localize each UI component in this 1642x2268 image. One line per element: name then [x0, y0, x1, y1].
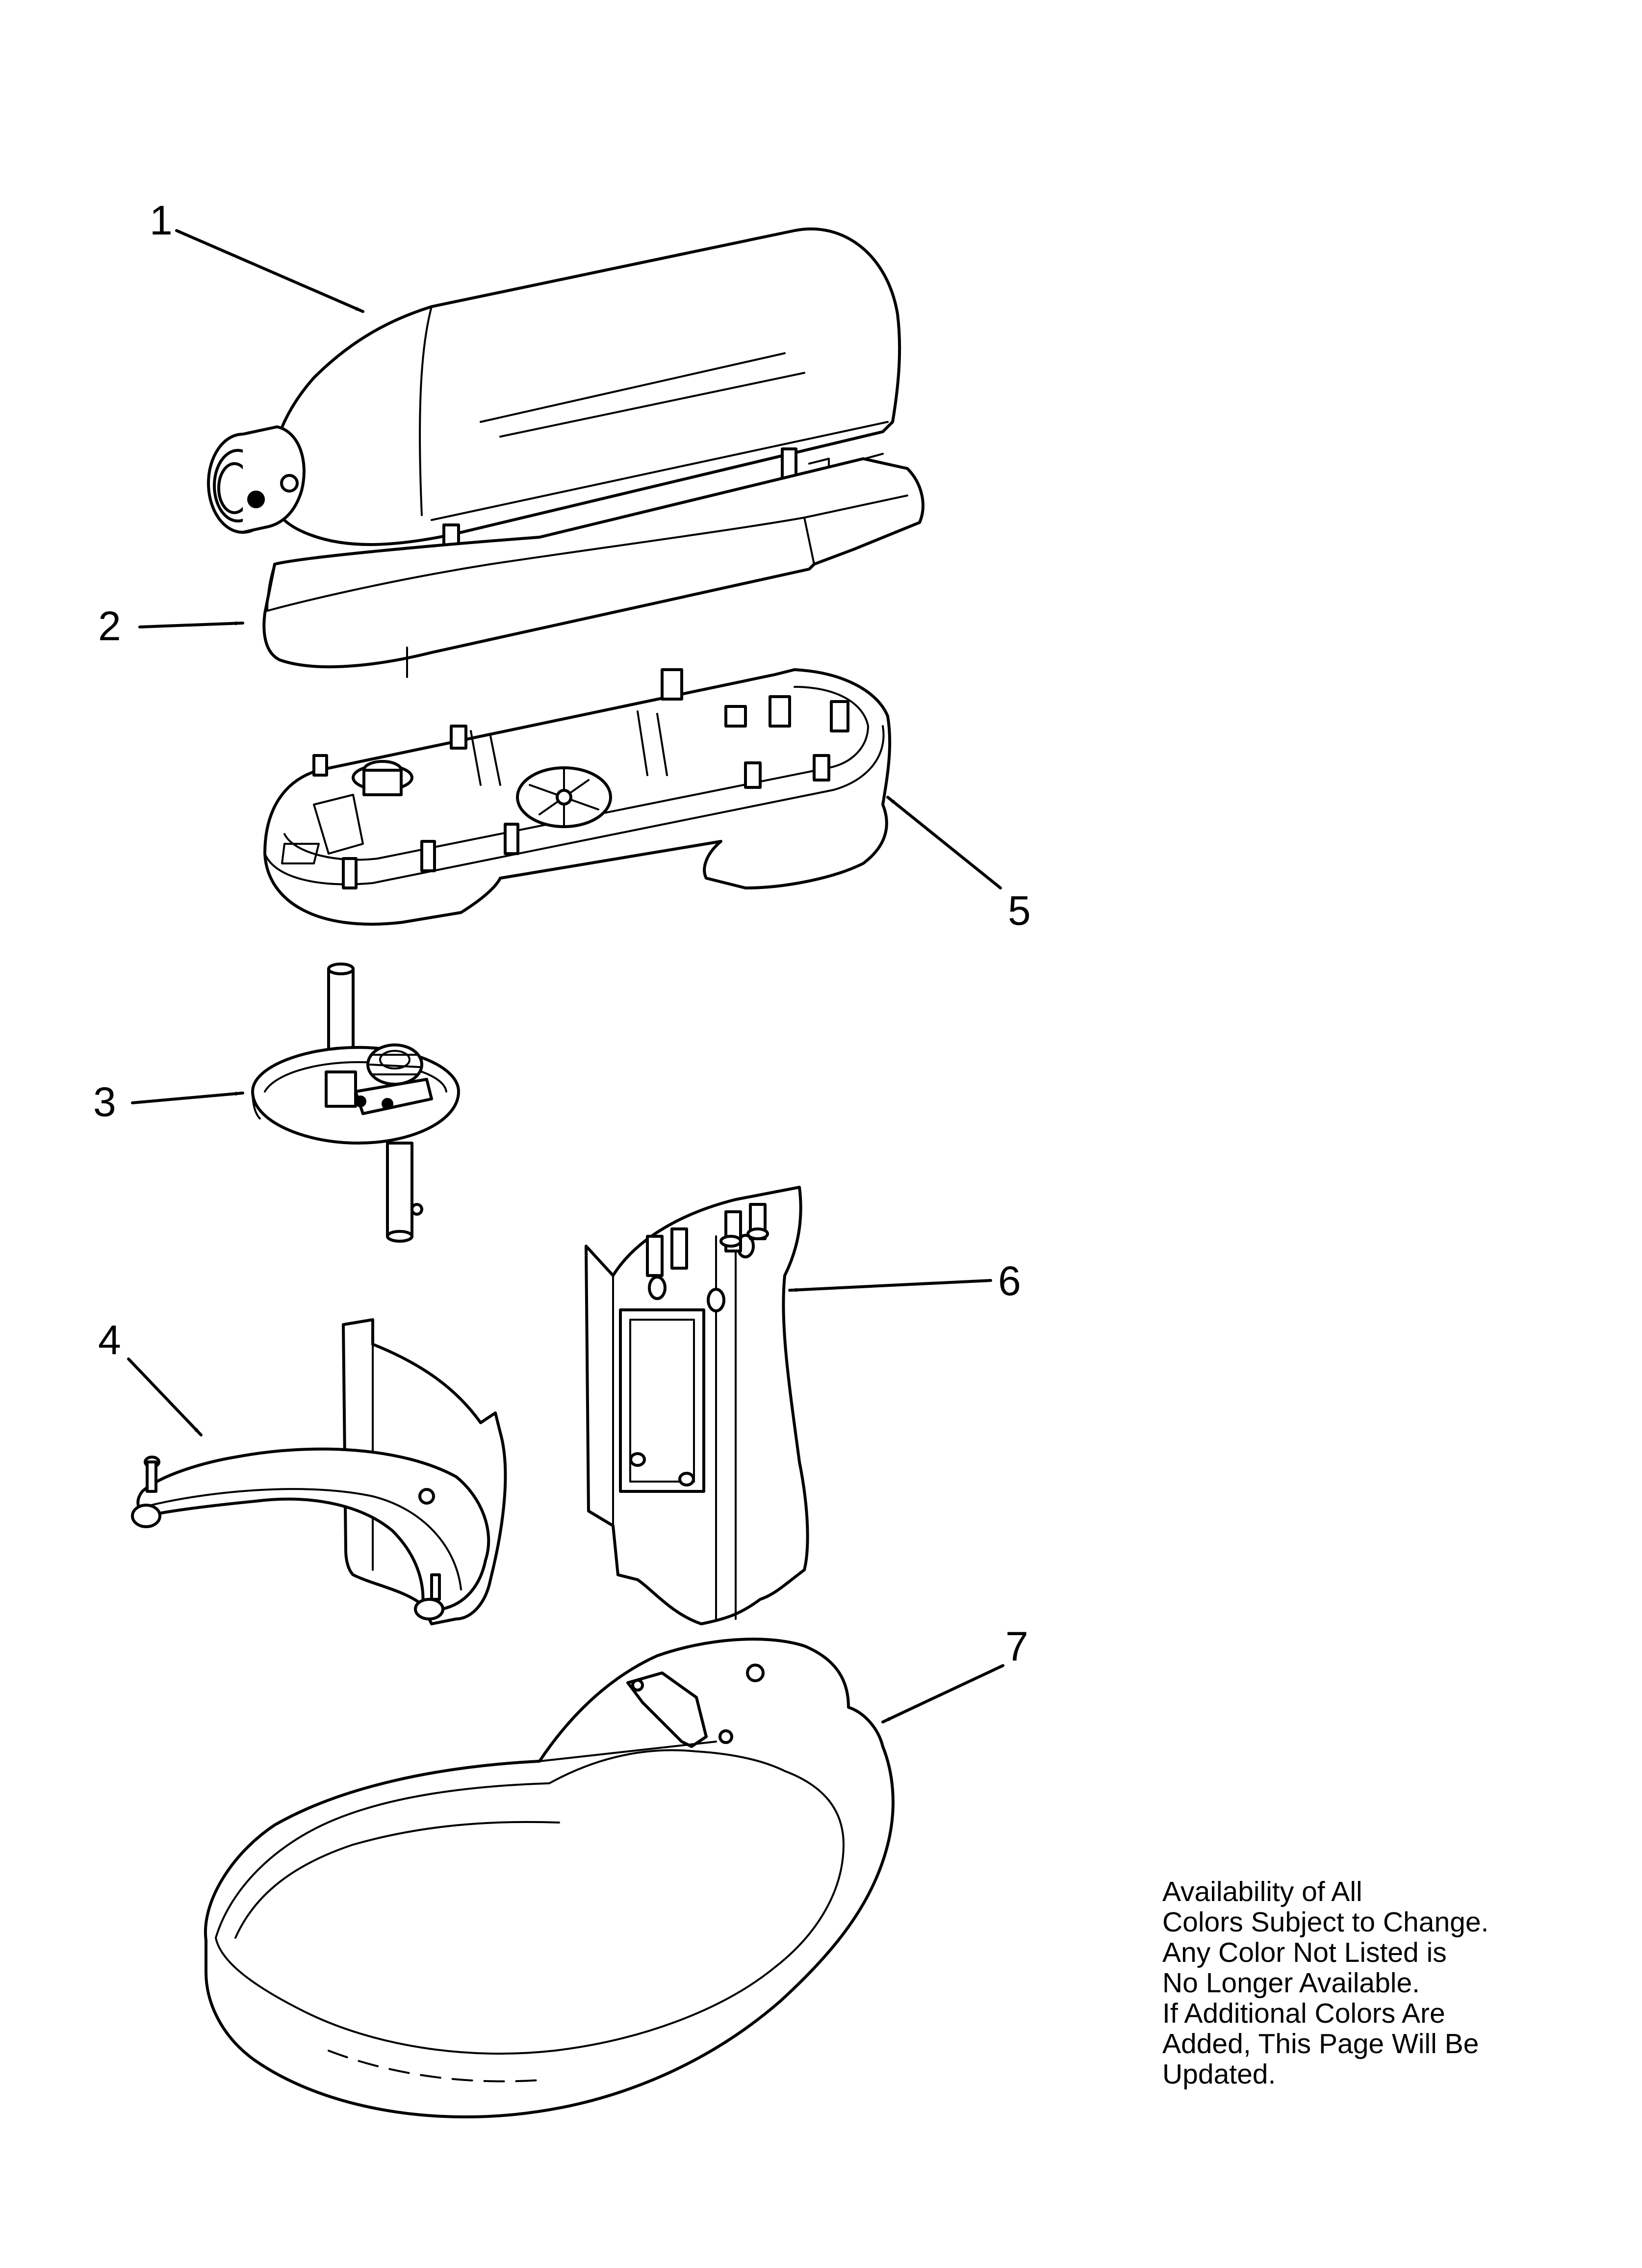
- part-1-motor-housing: [207, 227, 901, 556]
- availability-note: Availability of All Colors Subject to Ch…: [1162, 1877, 1535, 2089]
- callout-number: 4: [98, 1317, 121, 1363]
- note-line: Any Color Not Listed is: [1162, 1937, 1447, 1968]
- callout-1: 1: [150, 197, 364, 313]
- part-5-gear-case: [263, 668, 892, 926]
- callout-4: 4: [98, 1317, 203, 1436]
- callout-6: 6: [788, 1258, 1021, 1304]
- callout-number: 3: [93, 1079, 116, 1125]
- part-3-planetary-assembly: [251, 963, 460, 1243]
- callout-5: 5: [886, 796, 1031, 934]
- part-7-base: [204, 1638, 895, 2119]
- callout-number: 2: [98, 603, 121, 649]
- part-6-pedestal-column: [585, 1186, 809, 1625]
- callout-3: 3: [93, 1079, 244, 1125]
- note-line: Updated.: [1162, 2059, 1276, 2090]
- note-line: Availability of All: [1162, 1876, 1362, 1907]
- note-line: Colors Subject to Change.: [1162, 1906, 1489, 1938]
- part-2-trim-band: [262, 457, 924, 678]
- note-line: Added, This Page Will Be: [1162, 2028, 1479, 2059]
- callout-2: 2: [98, 603, 244, 649]
- callout-7: 7: [881, 1623, 1028, 1723]
- part-4-bowl-support: [131, 1318, 507, 1625]
- callout-number: 1: [150, 197, 173, 243]
- note-line: If Additional Colors Are: [1162, 1998, 1445, 2029]
- callout-number: 6: [998, 1258, 1021, 1304]
- note-line: No Longer Available.: [1162, 1967, 1420, 1999]
- callout-number: 7: [1005, 1623, 1028, 1669]
- callout-number: 5: [1008, 887, 1031, 934]
